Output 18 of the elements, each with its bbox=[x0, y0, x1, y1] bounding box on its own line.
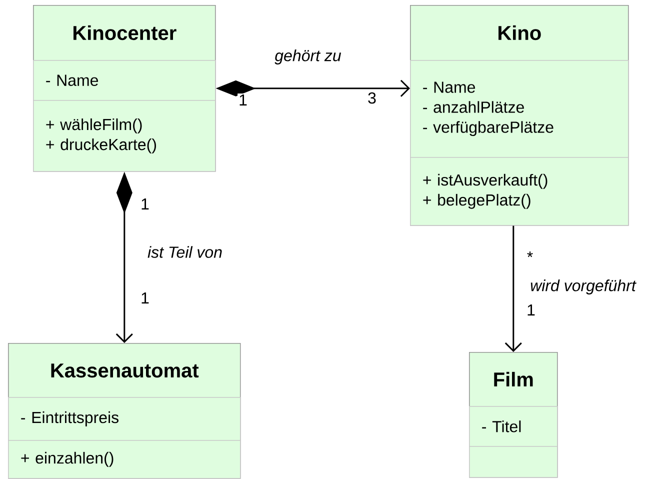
edge-label: ist Teil von bbox=[146, 245, 224, 259]
multiplicity-label: 1 bbox=[140, 197, 150, 210]
multiplicity-label: 3 bbox=[366, 91, 378, 105]
multiplicity-label: 1 bbox=[238, 93, 248, 106]
association-line bbox=[504, 226, 522, 352]
edge-label: wird vorgeführt bbox=[529, 278, 637, 296]
attribute-list: - Name - anzahlPlätze - verfügbarePlätze bbox=[410, 60, 629, 158]
attribute-list: - Titel bbox=[469, 406, 558, 447]
method-list: + wähleFilm() + druckeKarte() bbox=[33, 100, 216, 172]
method-list: + einzahlen() bbox=[8, 440, 241, 479]
attribute-list: - Eintrittspreis bbox=[8, 396, 241, 441]
attribute-list: - Name bbox=[33, 60, 216, 101]
multiplicity-label: 1 bbox=[140, 291, 150, 304]
multiplicity-label: 1 bbox=[526, 303, 536, 316]
method-list: + istAusverkauft() + belegePlatz() bbox=[410, 156, 629, 226]
multiplicity-label: * bbox=[526, 250, 534, 264]
empty-compartment bbox=[469, 446, 558, 478]
edge-label: gehört zu bbox=[274, 48, 342, 66]
